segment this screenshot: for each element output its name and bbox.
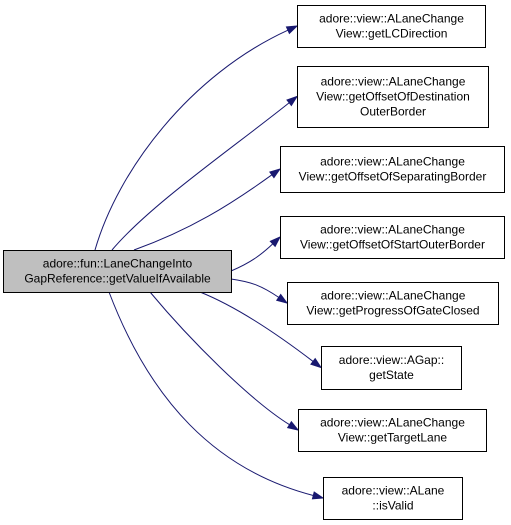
edge-arrowhead-2	[286, 95, 299, 107]
edge-line-2	[111, 102, 290, 251]
target-node-1-label-line: View::getLCDirection	[336, 27, 448, 41]
edge-line-8	[108, 291, 314, 496]
target-node-2-box	[297, 66, 489, 128]
source-node[interactable]: adore::fun::LaneChangeIntoGapReference::…	[3, 250, 232, 293]
source-node-box	[3, 250, 232, 293]
edge-line-7	[149, 291, 290, 426]
edge-arrowhead-6	[310, 357, 323, 369]
target-node-7-box	[298, 409, 487, 452]
edge-arrowhead-3	[269, 168, 282, 179]
edge-line-5	[230, 278, 280, 298]
edge-line-6	[199, 291, 314, 362]
target-node-2-label-line: adore::view::ALaneChange	[321, 75, 466, 89]
edge-arrowhead-1	[285, 25, 299, 35]
target-node-7[interactable]: adore::view::ALaneChangeView::getTargetL…	[298, 409, 487, 452]
target-node-7-label-line: View::getTargetLane	[338, 431, 448, 445]
edge-arrowhead-5	[275, 293, 289, 304]
edge-line-3	[133, 174, 273, 251]
target-node-5[interactable]: adore::view::ALaneChangeView::getProgres…	[287, 282, 499, 325]
edge-line-1	[94, 29, 289, 251]
target-node-3[interactable]: adore::view::ALaneChangeView::getOffsetO…	[280, 146, 505, 193]
target-node-1-label-line: adore::view::ALaneChange	[319, 12, 464, 26]
target-node-7-label-line: adore::view::ALaneChange	[320, 416, 465, 430]
target-node-4-box	[280, 216, 505, 259]
target-node-6-box	[321, 346, 462, 390]
target-node-3-label-line: View::getOffsetOfSeparatingBorder	[299, 170, 487, 184]
source-node-label-line: GapReference::getValueIfAvailable	[24, 272, 211, 286]
target-node-4-label-line: View::getOffsetOfStartOuterBorder	[300, 238, 485, 252]
target-node-8-label-line: adore::view::ALane	[342, 484, 445, 498]
target-node-6[interactable]: adore::view::AGap::getState	[321, 346, 462, 390]
target-node-5-label-line: adore::view::ALaneChange	[321, 289, 466, 303]
source-node-label-line: adore::fun::LaneChangeInto	[43, 257, 193, 271]
edge-arrowhead-8	[311, 491, 325, 500]
edge-arrowhead-7	[286, 420, 300, 431]
target-node-4-label-line: adore::view::ALaneChange	[320, 223, 465, 237]
edge-arrowhead-4	[269, 235, 282, 248]
target-node-6-label-line: getState	[369, 368, 414, 382]
target-node-2-label-line: View::getOffsetOfDestination	[316, 90, 470, 104]
target-node-5-box	[287, 282, 499, 325]
target-node-5-label-line: View::getProgressOfGateClosed	[306, 304, 479, 318]
call-nodes: adore::fun::LaneChangeIntoGapReference::…	[3, 5, 505, 520]
target-node-2[interactable]: adore::view::ALaneChangeView::getOffsetO…	[297, 66, 489, 128]
target-node-1[interactable]: adore::view::ALaneChangeView::getLCDirec…	[297, 5, 486, 48]
target-node-3-box	[280, 146, 505, 193]
call-edges	[94, 25, 325, 500]
target-node-2-label-line: OuterBorder	[360, 105, 426, 119]
target-node-1-box	[297, 5, 486, 48]
target-node-3-label-line: adore::view::ALaneChange	[320, 155, 465, 169]
target-node-8-box	[323, 477, 463, 520]
target-node-8[interactable]: adore::view::ALane::isValid	[323, 477, 463, 520]
target-node-6-label-line: adore::view::AGap::	[339, 353, 444, 367]
edge-line-4	[230, 243, 274, 272]
target-node-4[interactable]: adore::view::ALaneChangeView::getOffsetO…	[280, 216, 505, 259]
target-node-8-label-line: ::isValid	[372, 499, 413, 513]
